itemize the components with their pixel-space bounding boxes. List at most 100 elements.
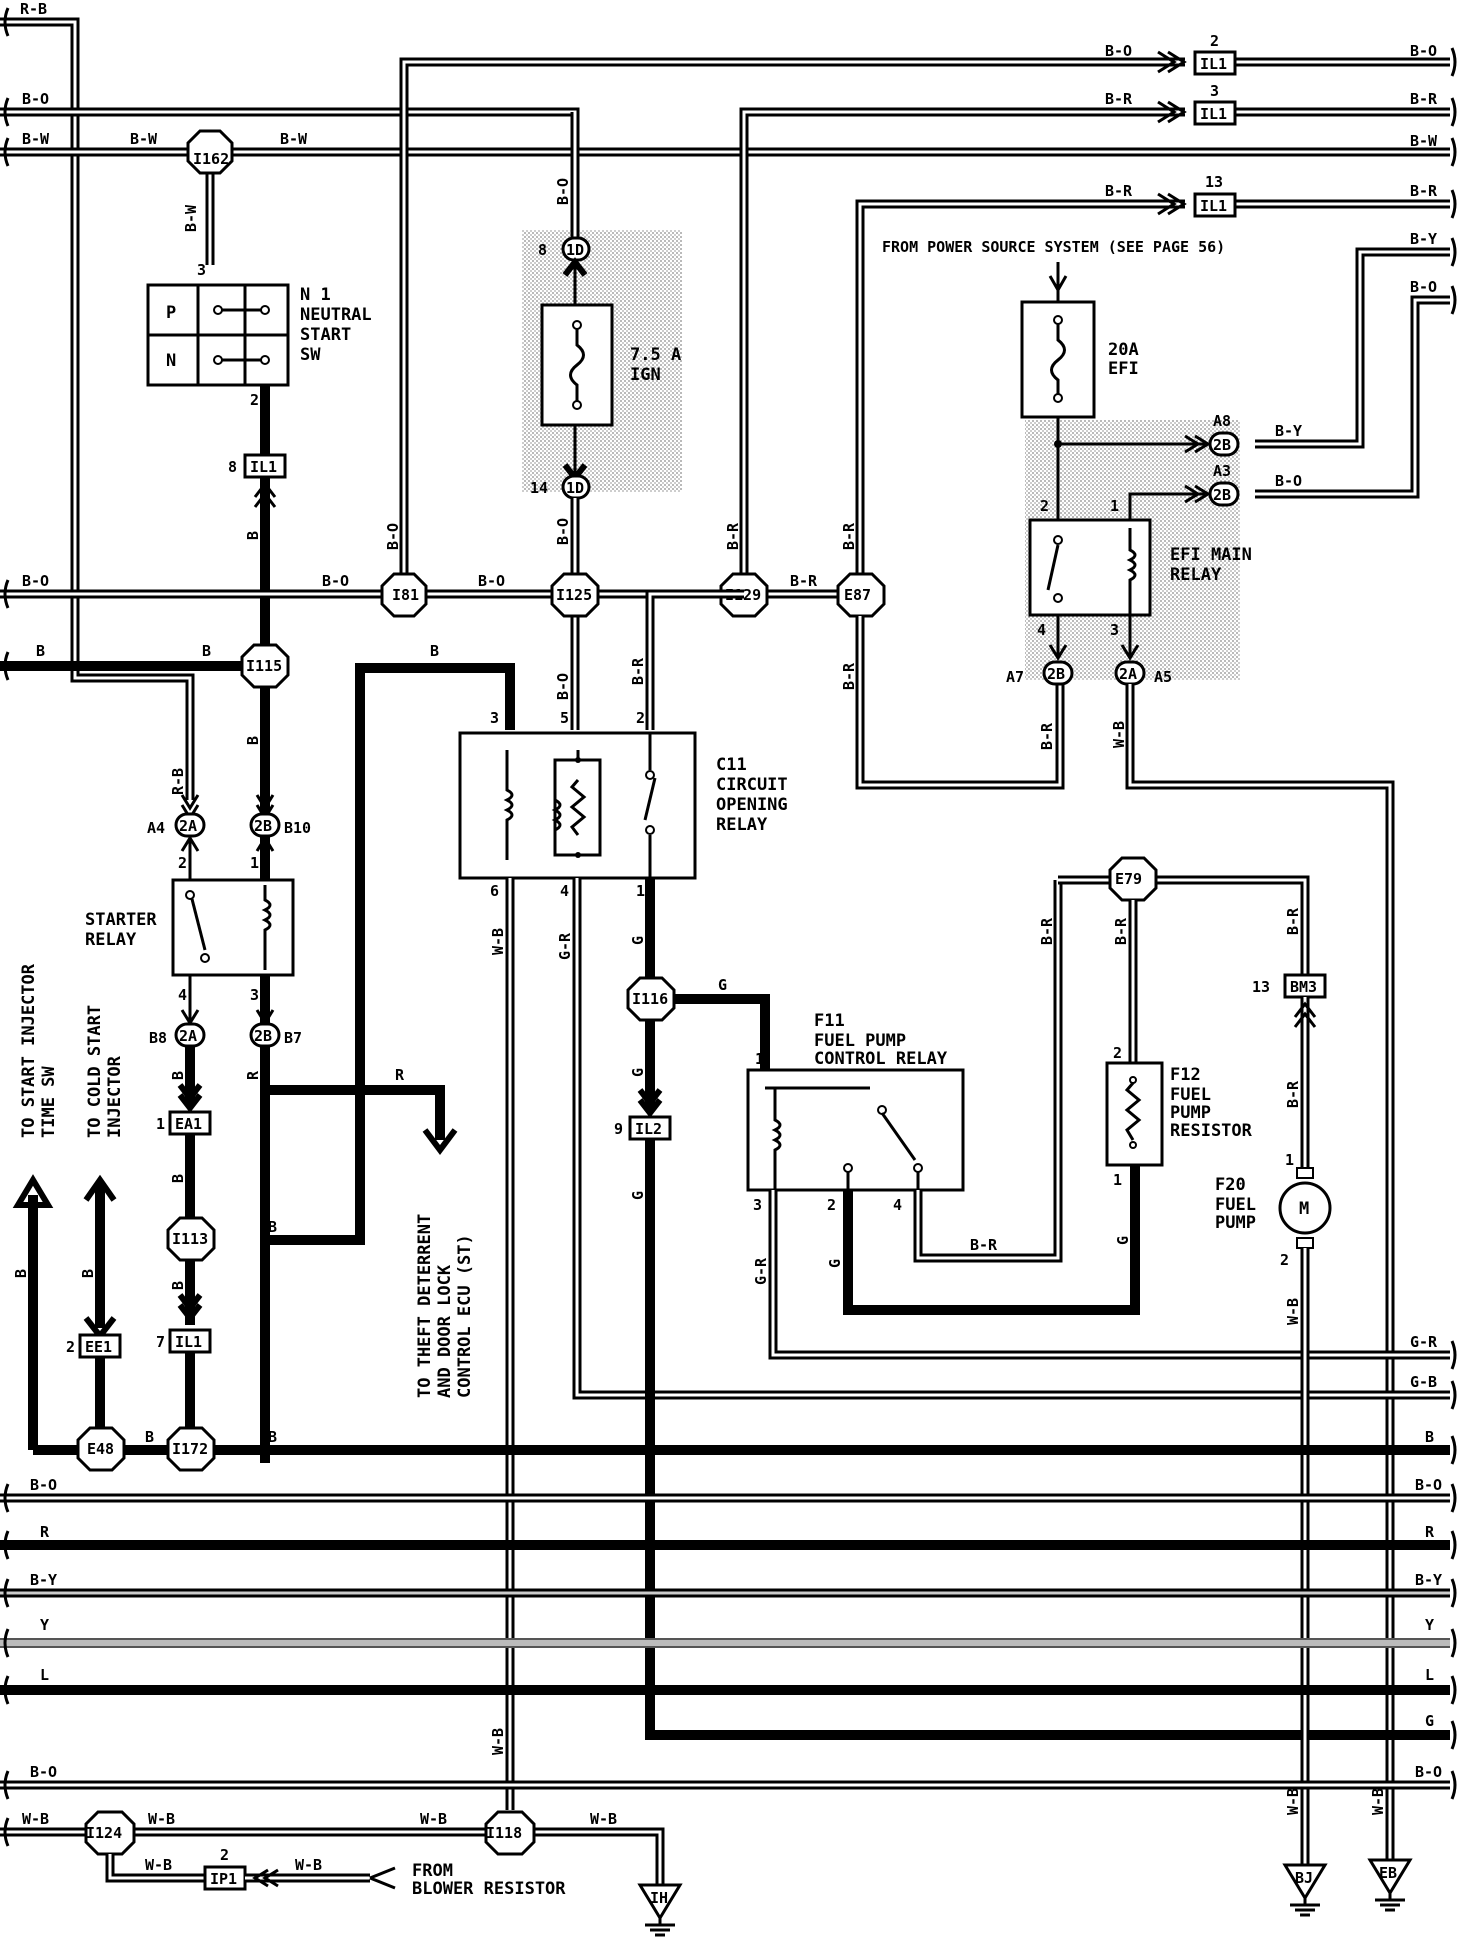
svg-text:IL1: IL1 <box>1200 55 1227 73</box>
svg-text:2A: 2A <box>179 817 197 835</box>
i81-splice: I81 <box>380 572 428 618</box>
e48-splice: E48 <box>76 1426 126 1472</box>
svg-text:IL1: IL1 <box>1200 105 1227 123</box>
svg-text:13: 13 <box>1205 173 1223 191</box>
svg-text:B-O: B-O <box>30 1763 57 1781</box>
right-edge-brackets <box>1450 47 1457 1800</box>
svg-text:B: B <box>36 642 45 660</box>
svg-text:BJ: BJ <box>1295 1869 1313 1887</box>
svg-text:BLOWER RESISTOR: BLOWER RESISTOR <box>412 1879 566 1899</box>
svg-text:2B: 2B <box>1213 486 1231 504</box>
start-injector-note: TO START INJECTOR TIME SW <box>19 963 59 1138</box>
svg-text:N 1: N 1 <box>300 285 331 305</box>
svg-text:A7: A7 <box>1006 668 1024 686</box>
svg-text:C11: C11 <box>716 755 747 775</box>
ground-ih: IH <box>637 1883 683 1937</box>
svg-text:8: 8 <box>228 458 237 476</box>
fuel-pump-resistor <box>1105 1061 1164 1167</box>
svg-text:IH: IH <box>650 1889 668 1907</box>
2b-connector-a8: 2B A8 <box>1208 412 1240 457</box>
svg-text:N: N <box>166 351 176 371</box>
svg-text:B7: B7 <box>284 1029 302 1047</box>
il1-arrows <box>1157 50 1187 216</box>
svg-text:2: 2 <box>178 854 187 872</box>
svg-text:G: G <box>629 936 647 945</box>
svg-text:EB: EB <box>1379 1864 1397 1882</box>
fuel-pump-motor: M <box>1278 1167 1332 1249</box>
svg-text:R: R <box>1425 1523 1435 1541</box>
svg-text:P: P <box>166 303 176 323</box>
i116-splice: I116 <box>626 976 676 1022</box>
lower-bus: B-O B-O R R B-Y B-Y Y Y L L G B-O B-O <box>0 1476 1450 1790</box>
svg-text:1: 1 <box>250 854 259 872</box>
svg-text:2: 2 <box>220 1846 229 1864</box>
svg-text:B: B <box>268 1218 277 1236</box>
svg-text:W-B: W-B <box>148 1810 175 1828</box>
svg-text:TO THEFT DETERRENT: TO THEFT DETERRENT <box>415 1214 435 1398</box>
svg-text:A8: A8 <box>1213 412 1231 430</box>
svg-text:B: B <box>145 1428 154 1446</box>
svg-text:1: 1 <box>156 1115 165 1133</box>
svg-text:B-O: B-O <box>1415 1763 1442 1781</box>
svg-text:RELAY: RELAY <box>85 930 137 950</box>
il1-connector-3: IL1 3 <box>1193 82 1237 126</box>
svg-text:B-R: B-R <box>970 1236 998 1254</box>
svg-text:B-R: B-R <box>1112 917 1130 945</box>
il1-connector-2: IL1 2 <box>1193 32 1237 76</box>
svg-text:B-W: B-W <box>280 130 308 148</box>
svg-text:BM3: BM3 <box>1290 978 1317 996</box>
svg-text:7: 7 <box>156 1333 165 1351</box>
svg-text:B-O: B-O <box>1410 278 1437 296</box>
svg-text:FROM POWER SOURCE SYSTEM (SEE: FROM POWER SOURCE SYSTEM (SEE PAGE 56) <box>882 238 1225 256</box>
starter-relay <box>171 878 295 977</box>
svg-text:14: 14 <box>530 479 548 497</box>
svg-text:OPENING: OPENING <box>716 795 788 815</box>
svg-text:2A: 2A <box>1119 665 1137 683</box>
svg-text:3: 3 <box>753 1196 762 1214</box>
svg-text:B: B <box>12 1269 30 1278</box>
svg-text:FUEL PUMP: FUEL PUMP <box>814 1031 906 1051</box>
svg-text:W-B: W-B <box>489 1728 507 1755</box>
svg-text:FUEL: FUEL <box>1170 1085 1211 1105</box>
svg-text:I162: I162 <box>193 150 229 168</box>
svg-text:B-W: B-W <box>1410 132 1438 150</box>
svg-text:I172: I172 <box>172 1440 208 1458</box>
e79-splice: E79 <box>1108 856 1158 902</box>
svg-text:EA1: EA1 <box>175 1115 202 1133</box>
e87-splice: E87 <box>836 572 886 618</box>
svg-text:6: 6 <box>490 882 499 900</box>
circuit-opening-relay <box>458 731 697 880</box>
svg-text:B-R: B-R <box>1105 182 1133 200</box>
svg-text:START: START <box>300 325 351 345</box>
b-mid-line: B B <box>0 642 265 671</box>
svg-text:R-B: R-B <box>20 0 47 18</box>
efi-main-relay: 2 1 EFI MAIN RELAY <box>1028 497 1252 617</box>
svg-text:IGN: IGN <box>630 365 661 385</box>
svg-text:B: B <box>244 736 262 745</box>
svg-text:1: 1 <box>636 882 645 900</box>
svg-text:2B: 2B <box>1047 665 1065 683</box>
svg-text:STARTER: STARTER <box>85 910 157 930</box>
svg-text:20A: 20A <box>1108 340 1139 360</box>
svg-text:2: 2 <box>250 391 259 409</box>
svg-text:W-B: W-B <box>420 1810 447 1828</box>
fuel-pump-control-relay <box>746 1068 965 1192</box>
svg-text:4: 4 <box>1037 621 1046 639</box>
svg-text:B-R: B-R <box>1038 722 1056 750</box>
svg-text:1D: 1D <box>566 479 584 497</box>
svg-text:2B: 2B <box>1213 436 1231 454</box>
svg-text:A3: A3 <box>1213 462 1231 480</box>
svg-text:I118: I118 <box>486 1824 522 1842</box>
svg-text:F11: F11 <box>814 1011 845 1031</box>
svg-text:B-W: B-W <box>182 204 200 232</box>
f11-label: F11 FUEL PUMP CONTROL RELAY <box>814 1011 948 1069</box>
power-source-note: FROM POWER SOURCE SYSTEM (SEE PAGE 56) <box>882 238 1225 302</box>
bottom-w-b-circuit: W-B W-B W-B W-B I124 I118 W-B IP1 2 W-B … <box>0 1810 665 1899</box>
svg-text:B-O: B-O <box>1105 42 1132 60</box>
svg-text:Y: Y <box>1425 1616 1434 1634</box>
theft-deterrent-note: TO THEFT DETERRENT AND DOOR LOCK CONTROL… <box>415 1214 475 1398</box>
svg-text:2: 2 <box>827 1196 836 1214</box>
svg-text:L: L <box>1425 1666 1434 1684</box>
svg-text:B-O: B-O <box>1275 472 1302 490</box>
svg-text:G: G <box>629 1068 647 1077</box>
